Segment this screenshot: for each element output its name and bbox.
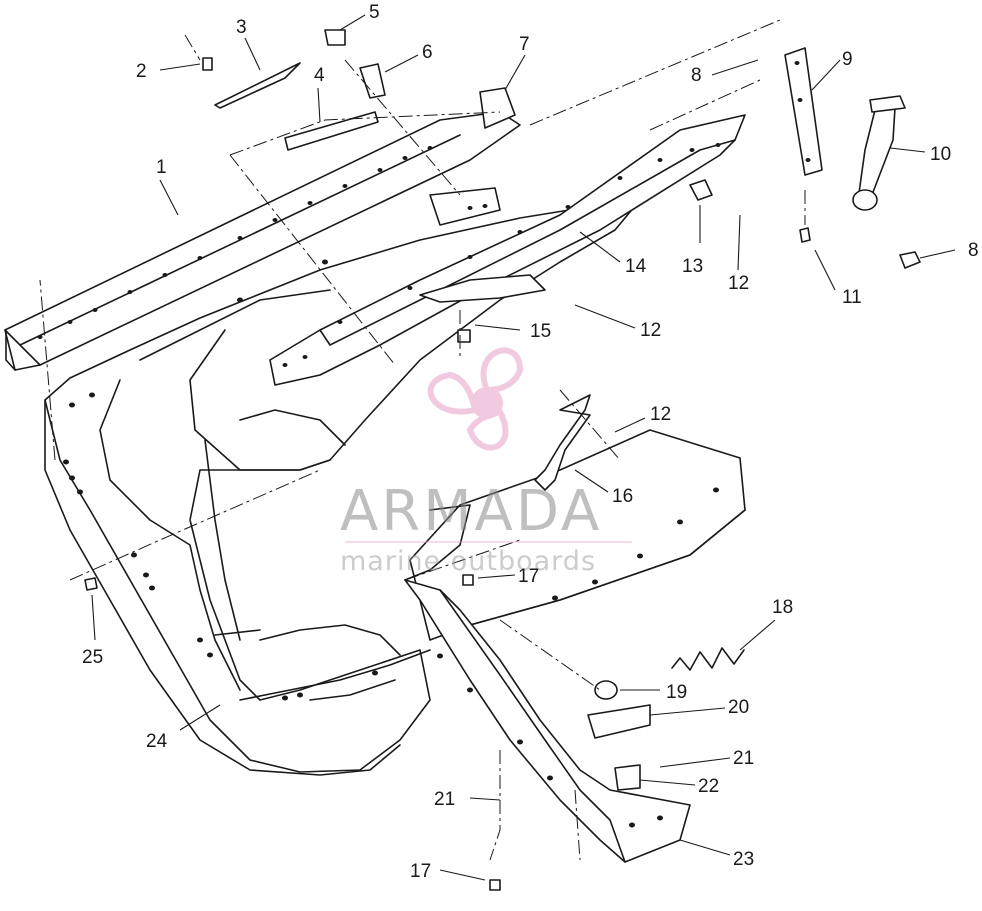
armada-watermark: ARMADA marine outboards bbox=[340, 347, 632, 577]
part-4-strip bbox=[284, 111, 379, 151]
callout-22: 22 bbox=[698, 776, 719, 797]
callout-25: 25 bbox=[82, 647, 103, 668]
callout-21-right: 21 bbox=[733, 748, 754, 769]
part-3-blade bbox=[214, 62, 301, 109]
watermark-subtitle: marine outboards bbox=[340, 546, 596, 577]
callout-6: 6 bbox=[422, 42, 433, 63]
callout-17-upper: 17 bbox=[518, 566, 539, 587]
callout-4: 4 bbox=[314, 65, 325, 86]
part-14-rail bbox=[269, 114, 746, 386]
callout-24: 24 bbox=[146, 731, 168, 752]
assembly-lines bbox=[39, 19, 806, 861]
part-24-body bbox=[44, 199, 641, 776]
callout-17-lower: 17 bbox=[410, 861, 431, 882]
leader-lines bbox=[91, 14, 956, 881]
callout-labels: 1 2 3 4 5 6 7 8 8 9 10 11 12 12 12 13 14… bbox=[82, 2, 979, 882]
part-11-fastener bbox=[799, 227, 811, 243]
part-24-holes bbox=[63, 259, 378, 701]
part-16-bracket bbox=[534, 394, 591, 491]
watermark-title: ARMADA bbox=[340, 479, 602, 544]
part-10-lever bbox=[852, 95, 906, 211]
callout-9: 9 bbox=[842, 49, 853, 70]
part-15-fastener bbox=[457, 329, 471, 343]
part-1-upper-rail bbox=[4, 111, 521, 371]
callout-16: 16 bbox=[612, 486, 633, 507]
mount-plate bbox=[429, 187, 501, 226]
callout-1: 1 bbox=[156, 157, 167, 178]
callout-3: 3 bbox=[236, 17, 247, 38]
callout-10: 10 bbox=[930, 144, 951, 165]
callout-5: 5 bbox=[369, 2, 380, 23]
part-25-fastener bbox=[84, 577, 98, 591]
part-5-nut bbox=[324, 29, 346, 46]
part-9-link bbox=[784, 47, 823, 176]
callout-11: 11 bbox=[842, 287, 862, 308]
part-20-plate bbox=[587, 704, 651, 739]
callout-18: 18 bbox=[772, 597, 793, 618]
callout-2: 2 bbox=[136, 61, 147, 82]
part-18-spring bbox=[671, 647, 745, 671]
callout-8-right: 8 bbox=[968, 240, 979, 261]
callout-20: 20 bbox=[728, 697, 749, 718]
part-13-nut bbox=[689, 179, 713, 201]
part-7-clip bbox=[479, 87, 516, 129]
part-19-plug bbox=[594, 680, 618, 700]
callout-12-low: 12 bbox=[650, 404, 671, 425]
callout-13: 13 bbox=[682, 256, 703, 277]
part-23-holes bbox=[437, 487, 719, 828]
part-22-clamp bbox=[614, 764, 641, 791]
callout-14: 14 bbox=[625, 256, 647, 277]
part-17-fastener-upper bbox=[462, 574, 474, 586]
callout-7: 7 bbox=[519, 34, 530, 55]
part-14-holes bbox=[282, 143, 721, 367]
callout-8-upper: 8 bbox=[691, 65, 702, 86]
part-8-cap bbox=[899, 251, 921, 269]
callout-12-top: 12 bbox=[728, 273, 749, 294]
part-2-fastener bbox=[202, 57, 213, 71]
callout-15: 15 bbox=[530, 321, 551, 342]
callout-21-left: 21 bbox=[434, 789, 455, 810]
callout-19: 19 bbox=[666, 682, 687, 703]
callout-23: 23 bbox=[733, 849, 754, 870]
part-23-cross-member bbox=[404, 429, 746, 863]
armada-propeller-logo bbox=[427, 347, 524, 451]
callout-12-mid: 12 bbox=[640, 320, 661, 341]
part-1-holes bbox=[37, 146, 433, 339]
part-6-bolt bbox=[359, 63, 386, 99]
part-17-fastener-lower bbox=[489, 879, 501, 891]
